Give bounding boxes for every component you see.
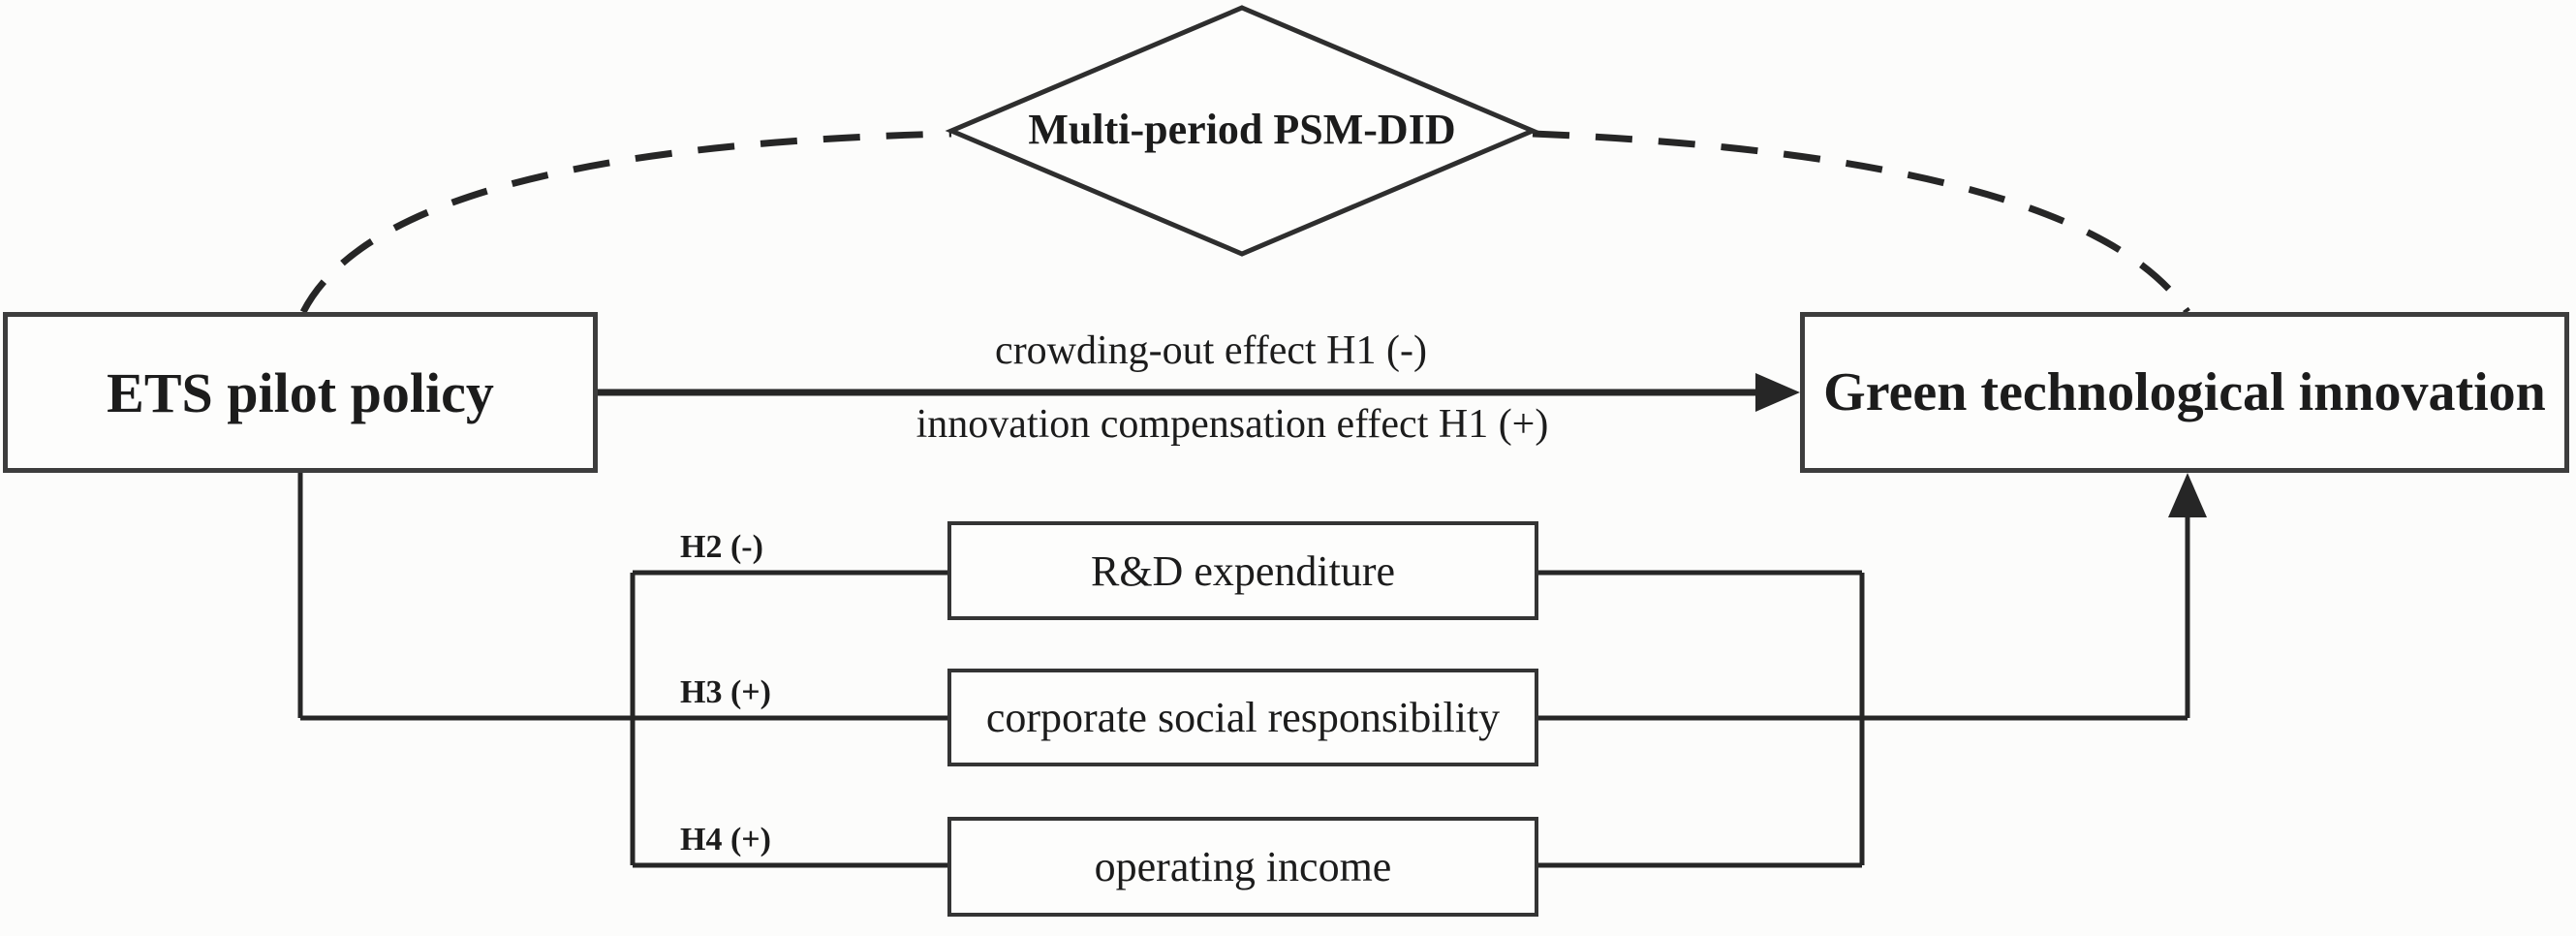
h4-hypothesis-label: H4 (+): [680, 822, 771, 858]
dashed-moderation-curve-left: [299, 130, 952, 314]
moderator-label: Multi-period PSM-DID: [1028, 106, 1456, 153]
mediator-box-rd-expenditure: R&D expenditure: [947, 521, 1538, 620]
dependent-variable-label: Green technological innovation: [1823, 362, 2546, 422]
dashed-moderation-curve-right: [1532, 130, 2190, 314]
independent-variable-label: ETS pilot policy: [107, 360, 494, 424]
moderator-diamond: [945, 5, 1539, 257]
mediator-box-csr: corporate social responsibility: [947, 669, 1538, 766]
dependent-variable-box: Green technological innovation: [1800, 312, 2569, 473]
h1-crowding-out-label: crowding-out effect H1 (-): [995, 328, 1427, 373]
h3-hypothesis-label: H3 (+): [680, 674, 771, 710]
direct-effect-arrowhead-icon: [1755, 373, 1800, 412]
independent-variable-box: ETS pilot policy: [3, 312, 598, 473]
h2-hypothesis-label: H2 (-): [680, 529, 763, 565]
mediation-arrowhead-icon: [2168, 473, 2207, 517]
mediator-oi-label: operating income: [1094, 843, 1392, 890]
mediator-box-operating-income: operating income: [947, 817, 1538, 917]
h1-innovation-compensation-label: innovation compensation effect H1 (+): [916, 402, 1549, 447]
mediator-rd-label: R&D expenditure: [1090, 546, 1396, 595]
mediator-csr-label: corporate social responsibility: [985, 694, 1501, 741]
